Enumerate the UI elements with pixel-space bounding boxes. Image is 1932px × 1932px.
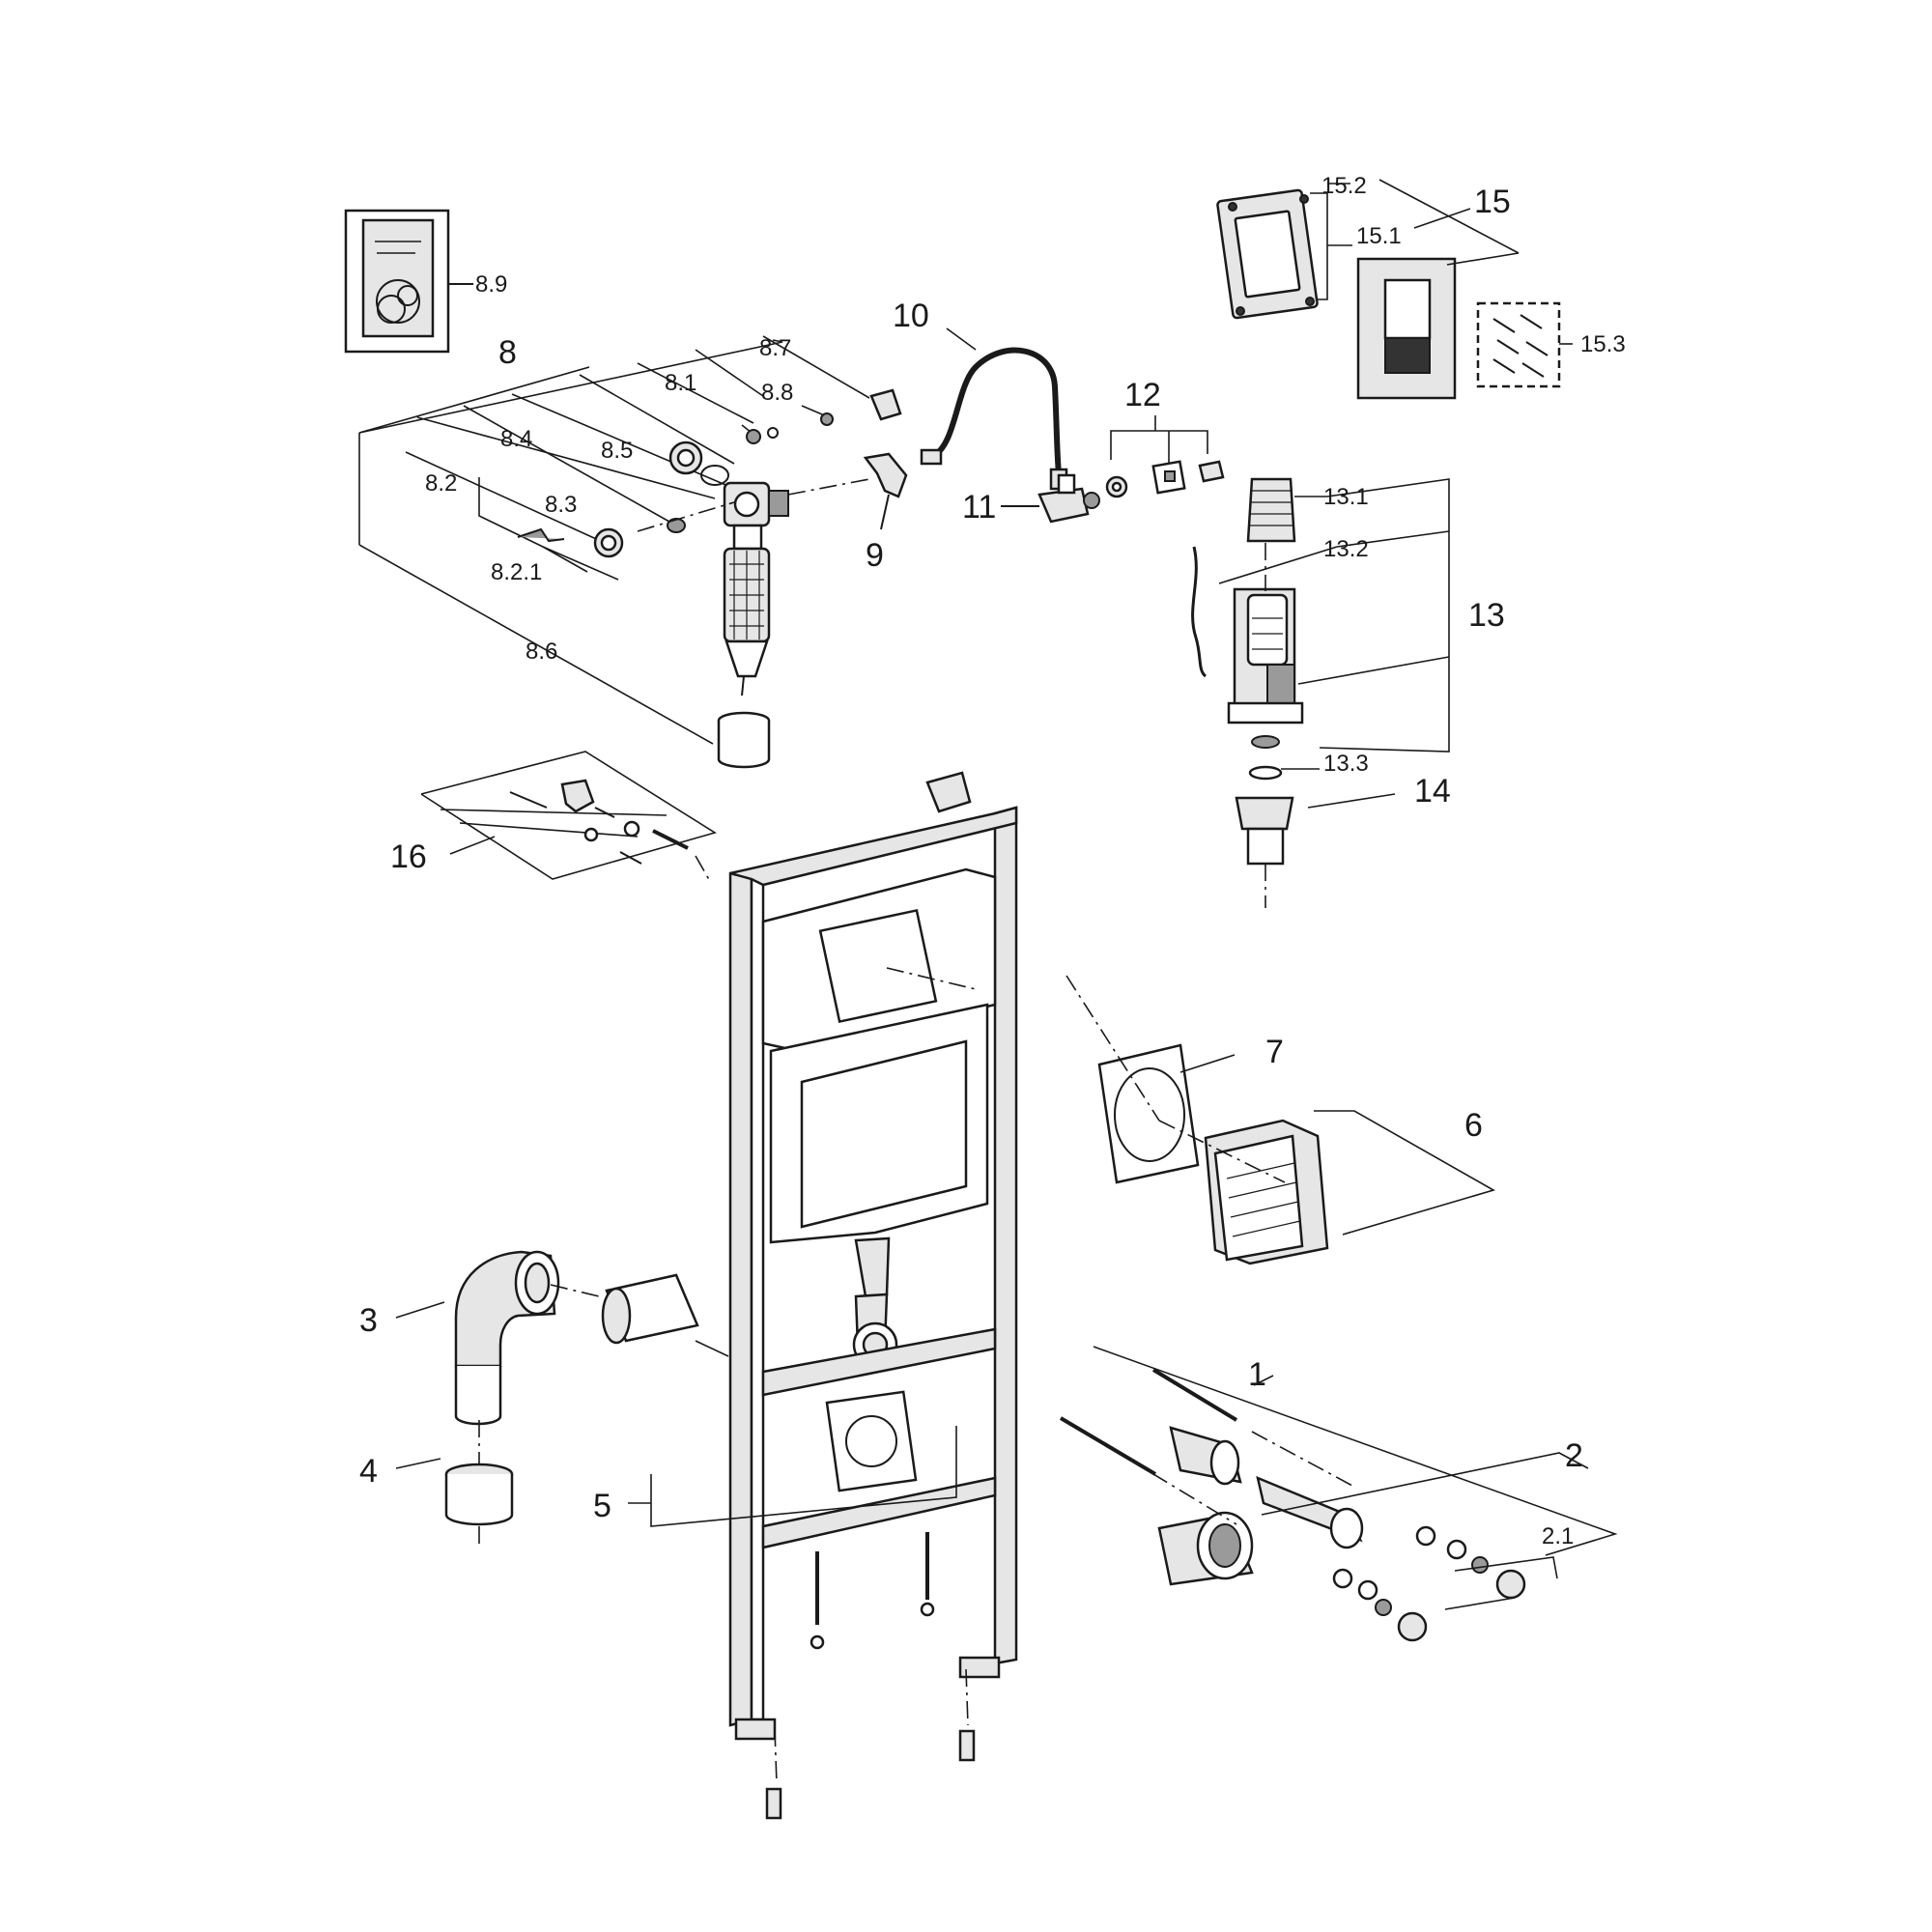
label-16: 16 xyxy=(390,838,427,875)
label-13-3: 13.3 xyxy=(1323,751,1369,777)
label-8-7: 8.7 xyxy=(759,335,791,361)
label-15-3: 15.3 xyxy=(1580,331,1626,357)
label-1: 1 xyxy=(1248,1356,1266,1393)
callout-labels: 1 2 2.1 3 4 5 6 7 8 8.1 8.2 8.2.1 8.3 8.… xyxy=(359,173,1626,1549)
wall-connector-12 xyxy=(1105,415,1225,498)
label-8-8: 8.8 xyxy=(761,380,793,406)
flush-plate-group-15 xyxy=(1216,179,1573,400)
mounting-set-16 xyxy=(420,751,717,884)
label-5: 5 xyxy=(593,1488,611,1524)
label-8-1: 8.1 xyxy=(665,370,696,396)
label-15: 15 xyxy=(1474,184,1511,220)
label-8-5: 8.5 xyxy=(601,438,633,464)
label-2-1: 2.1 xyxy=(1542,1523,1574,1549)
label-8-6: 8.6 xyxy=(526,639,557,665)
label-14: 14 xyxy=(1414,773,1451,810)
label-9: 9 xyxy=(866,537,884,574)
clamp-9 xyxy=(863,452,908,530)
label-8-2-1: 8.2.1 xyxy=(491,559,542,585)
label-10: 10 xyxy=(893,298,929,334)
label-8-4: 8.4 xyxy=(500,426,532,452)
label-13-2: 13.2 xyxy=(1323,536,1369,562)
bend-and-sleeve-3-4 xyxy=(395,1250,729,1549)
label-12: 12 xyxy=(1124,377,1161,413)
label-15-2: 15.2 xyxy=(1321,173,1367,199)
angle-valve-11 xyxy=(1001,473,1100,524)
label-15-1: 15.1 xyxy=(1356,223,1402,249)
service-box-6-7 xyxy=(1065,975,1496,1265)
label-11: 11 xyxy=(962,489,996,526)
label-6: 6 xyxy=(1464,1107,1483,1144)
pipes-and-covers-1-2 xyxy=(1059,1346,1618,1642)
installation-frame xyxy=(728,771,1018,1820)
label-8: 8 xyxy=(498,334,517,371)
leader-5 xyxy=(628,1426,957,1527)
label-4: 4 xyxy=(359,1453,378,1490)
label-2: 2 xyxy=(1565,1437,1583,1474)
label-3: 3 xyxy=(359,1302,378,1339)
label-8-2: 8.2 xyxy=(425,470,457,497)
flush-valve-group-13 xyxy=(1191,477,1450,908)
label-8-3: 8.3 xyxy=(545,492,577,518)
fill-valve-group-8 xyxy=(358,335,902,769)
label-7: 7 xyxy=(1265,1034,1284,1070)
connection-hose-10 xyxy=(920,327,1068,491)
label-13: 13 xyxy=(1468,597,1505,634)
seal-kit-bag-8-9 xyxy=(344,209,473,354)
label-8-9: 8.9 xyxy=(475,271,507,298)
label-13-1: 13.1 xyxy=(1323,484,1369,510)
